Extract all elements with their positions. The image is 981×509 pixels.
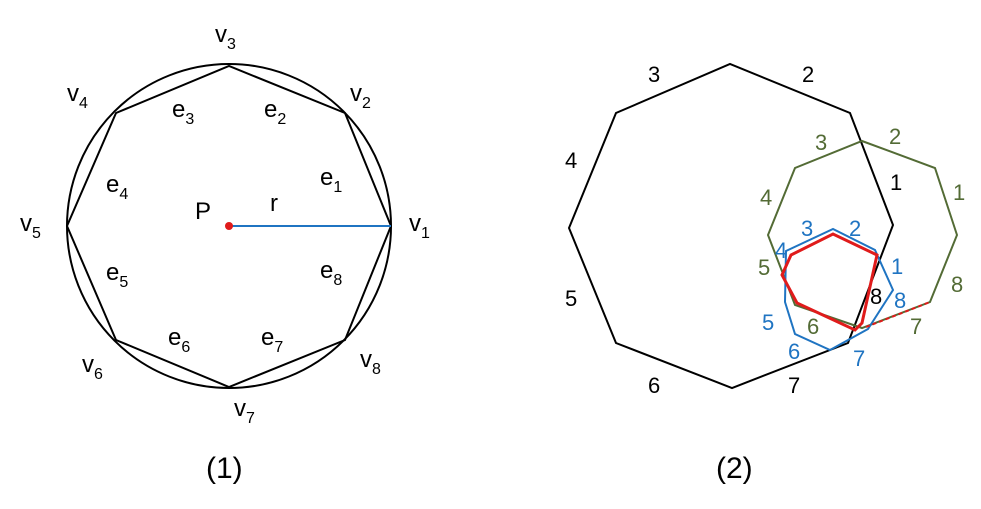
center-label: P	[195, 198, 211, 225]
black-label-2: 2	[802, 62, 814, 87]
edge-label-e5: e5	[106, 259, 128, 291]
black-label-8: 8	[870, 284, 882, 309]
vertex-label-v7: v7	[234, 395, 255, 427]
edge-label-e7: e7	[261, 324, 283, 356]
edge-label-e8: e8	[320, 257, 342, 289]
green-label-8: 8	[951, 272, 963, 297]
edge-label-e4: e4	[106, 171, 128, 203]
green-label-3: 3	[815, 130, 827, 155]
blue-label-7: 7	[853, 346, 865, 371]
blue-label-2: 2	[849, 216, 861, 241]
green-label-7: 7	[910, 314, 922, 339]
radius-label: r	[270, 190, 278, 217]
vertex-label-v1: v1	[409, 210, 430, 242]
vertex-label-v8: v8	[360, 346, 381, 378]
green-label-6: 6	[807, 314, 819, 339]
black-label-1: 1	[890, 170, 902, 195]
black-label-6: 6	[648, 373, 660, 398]
figure-2-caption: (2)	[716, 452, 753, 485]
figure-1: P r v1 v2 v3 v4 v5 v6 v7 v8 e1 e2 e3 e4 …	[20, 21, 430, 485]
vertex-label-v2: v2	[350, 80, 371, 112]
figure-2: 1 2 3 4 5 6 7 8 1 2 3 4 5 6 7 8 1 2 3 4 …	[565, 62, 965, 485]
edge-label-e2: e2	[264, 96, 286, 128]
edge-label-e6: e6	[168, 324, 190, 356]
vertex-label-v3: v3	[215, 21, 236, 53]
green-label-1: 1	[953, 180, 965, 205]
black-label-5: 5	[565, 286, 577, 311]
black-octagon	[567, 62, 895, 390]
vertex-label-v4: v4	[67, 80, 88, 112]
edge-label-e1: e1	[320, 164, 342, 196]
blue-label-4: 4	[775, 238, 787, 263]
black-label-3: 3	[648, 62, 660, 87]
green-label-5: 5	[758, 255, 770, 280]
blue-label-5: 5	[762, 310, 774, 335]
black-label-7: 7	[788, 373, 800, 398]
black-label-4: 4	[565, 148, 577, 173]
vertex-label-v5: v5	[20, 210, 41, 242]
blue-label-3: 3	[801, 216, 813, 241]
vertex-label-v6: v6	[82, 351, 103, 383]
figure-1-caption: (1)	[206, 452, 243, 485]
red-intersection-polygon	[780, 232, 879, 332]
center-point	[225, 222, 233, 230]
blue-label-1: 1	[891, 254, 903, 279]
octagon-1	[65, 64, 393, 389]
blue-label-8: 8	[894, 288, 906, 313]
blue-octagon	[783, 227, 895, 352]
green-label-2: 2	[889, 124, 901, 149]
red-dashed-segment	[865, 301, 931, 328]
edge-label-e3: e3	[172, 96, 194, 128]
blue-label-6: 6	[788, 339, 800, 364]
green-label-4: 4	[760, 185, 772, 210]
